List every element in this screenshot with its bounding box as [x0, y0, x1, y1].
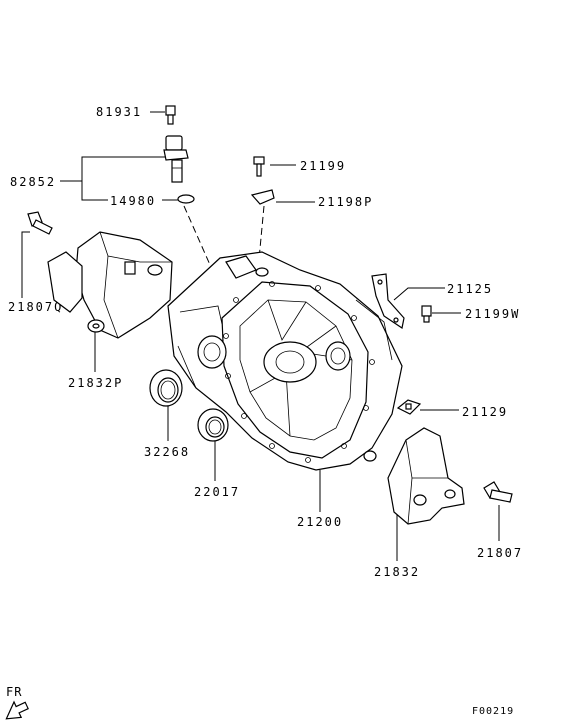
o-ring-14980: [177, 194, 195, 204]
label-21807q: 21807Q: [8, 300, 63, 314]
label-21807: 21807: [477, 546, 523, 560]
bolt-21807: [483, 481, 513, 503]
oil-seal-22017: [197, 408, 229, 442]
figure-code: F00219: [472, 706, 514, 717]
bolt-81931: [165, 105, 176, 125]
mount-bracket-21832p: [47, 231, 173, 339]
fr-arrow-icon: [5, 700, 29, 720]
label-21129: 21129: [462, 405, 508, 419]
bracket-21125: [371, 273, 405, 329]
label-82852: 82852: [10, 175, 56, 189]
bolt-21807q: [27, 211, 53, 235]
speed-sensor-82852: [163, 135, 189, 183]
label-21832p: 21832P: [68, 376, 123, 390]
label-21200: 21200: [297, 515, 343, 529]
leader-lines: [21, 111, 500, 561]
bolt-21199w: [421, 305, 432, 323]
label-22017: 22017: [194, 485, 240, 499]
oil-seal-32268: [149, 369, 183, 407]
label-21832: 21832: [374, 565, 420, 579]
bolt-21199: [253, 156, 265, 177]
clutch-housing-21200: [167, 251, 403, 471]
fr-label: FR: [6, 685, 22, 699]
label-21198p: 21198P: [318, 195, 373, 209]
label-32268: 32268: [144, 445, 190, 459]
clip-21129: [396, 399, 422, 415]
label-21199w: 21199W: [465, 307, 520, 321]
label-21125: 21125: [447, 282, 493, 296]
label-14980: 14980: [110, 194, 156, 208]
label-21199: 21199: [300, 159, 346, 173]
mount-bracket-21832: [387, 427, 465, 525]
bracket-21198p: [250, 189, 275, 205]
label-81931: 81931: [96, 105, 142, 119]
